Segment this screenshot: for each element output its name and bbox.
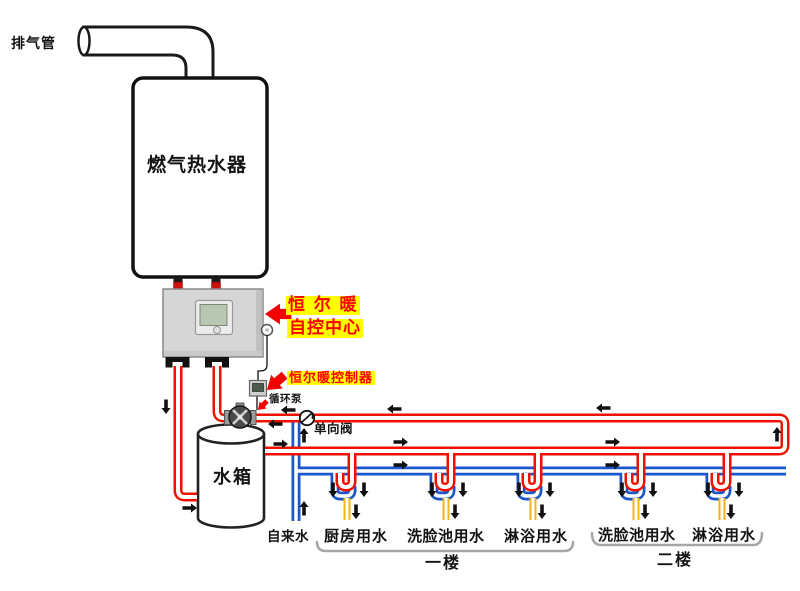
water-heater [131, 76, 269, 291]
floor1-bracket [315, 540, 575, 553]
controller-device [248, 379, 268, 410]
flow-arrow-left [596, 403, 611, 413]
control-center-callout-arrow [265, 303, 292, 325]
heater-fitting-cap [173, 277, 183, 282]
flow-arrow-down [427, 482, 437, 497]
flow-arrow-down [328, 482, 338, 497]
flow-arrow-down [640, 504, 650, 519]
flow-arrow-down [726, 504, 736, 519]
exhaust-pipe [77, 25, 215, 80]
water-tank-label: 水箱 [213, 467, 253, 487]
fixture-label-shower-2f: 淋浴用水 [692, 527, 757, 544]
flow-arrow-right [393, 460, 408, 470]
flow-arrow-down [545, 482, 555, 497]
control-center-label-line2: 自控中心 [287, 318, 363, 338]
flow-arrow-up [299, 501, 309, 516]
heater-fitting-cap [211, 277, 221, 282]
water-heater-label: 燃气热水器 [147, 155, 248, 176]
floor2-label: 二楼 [657, 552, 694, 569]
flow-arrow-down [458, 482, 468, 497]
flow-arrow-right [273, 439, 288, 449]
check-valve-label: 单向阀 [314, 422, 354, 436]
flow-arrow-right [393, 437, 408, 447]
pump-leader-arrow [258, 399, 269, 410]
flow-arrows [161, 399, 782, 519]
flow-arrow-down [648, 482, 658, 497]
annotation-arrows [258, 303, 292, 410]
flow-arrow-right [605, 460, 620, 470]
fixture-label-kitchen: 厨房用水 [324, 528, 389, 545]
floor2-bracket [590, 531, 764, 547]
controller-label: 恒尔暖控制器 [287, 370, 376, 386]
pipe-fittings [165, 357, 229, 368]
floor1-label: 一楼 [425, 555, 462, 572]
flow-arrow-up [772, 427, 782, 442]
flow-arrow-right [182, 503, 197, 513]
flow-arrow-left [268, 419, 283, 429]
fixture-label-basin-2f: 洗脸池用水 [598, 527, 676, 544]
tap-water-label: 自来水 [267, 529, 309, 544]
fixture-outlet-pipes [343, 498, 726, 520]
flow-arrow-left [281, 405, 296, 415]
fixture-label-basin-1f: 洗脸池用水 [407, 528, 485, 545]
lcd-screen [199, 304, 228, 326]
control-knob [213, 326, 221, 334]
hot-water-pipes [173, 366, 790, 502]
flow-arrow-left [387, 404, 402, 414]
floor-brackets [315, 531, 764, 553]
flow-arrow-down [450, 504, 460, 519]
check-valve [298, 409, 316, 427]
controller-screen [252, 383, 264, 392]
pump-label: 循环泵 [269, 393, 302, 405]
flow-arrow-down [537, 504, 547, 519]
cold-water-pipes [291, 421, 786, 521]
exhaust-pipe-label: 排气管 [11, 35, 56, 51]
controller-callout-arrow [267, 371, 288, 390]
control-center-label-line1: 恒 尔 暖 [286, 295, 361, 315]
flow-arrow-down [359, 482, 369, 497]
sensor-wire [257, 335, 268, 380]
flow-arrow-down [734, 482, 744, 497]
sensor-port-dot [265, 328, 269, 332]
flow-arrow-up [299, 428, 309, 443]
fixture-label-shower-1f: 淋浴用水 [504, 528, 569, 545]
flow-arrow-right [605, 437, 620, 447]
control-center-box [162, 288, 274, 380]
flow-arrow-down [351, 504, 361, 519]
flow-arrow-down [161, 399, 171, 414]
circulation-pump [224, 402, 257, 429]
flow-arrow-down [514, 482, 524, 497]
flow-arrow-down [703, 482, 713, 497]
flow-arrow-down [617, 482, 627, 497]
